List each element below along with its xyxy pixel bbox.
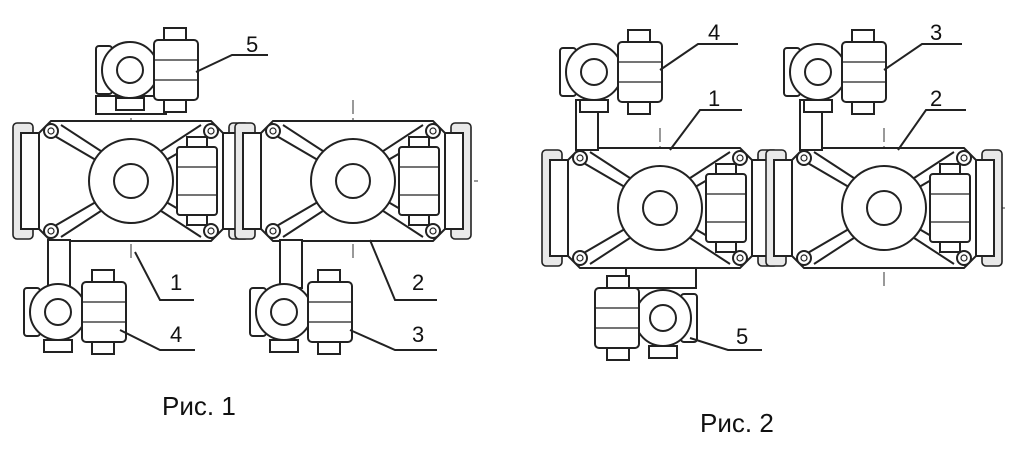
figure-2: 4 3 1 2 5 Рис. 2 [541,20,1005,438]
figure-1: 5 1 2 4 3 Рис. 1 [12,27,478,421]
pump-2 [234,120,472,242]
callout-3: 3 [930,20,942,45]
callout-2: 2 [930,86,942,111]
callout-1: 1 [708,86,720,111]
callout-5: 5 [246,32,258,57]
callout-5: 5 [736,324,748,349]
caption-figure-2: Рис. 2 [700,408,774,438]
callout-4: 4 [708,20,720,45]
callout-2: 2 [412,270,424,295]
callout-4: 4 [170,322,182,347]
caption-figure-1: Рис. 1 [162,391,236,421]
pump-2 [765,147,1003,269]
callout-3: 3 [412,322,424,347]
pump-1 [12,120,250,242]
valve-4 [23,269,127,355]
pump-1 [541,147,779,269]
callout-1: 1 [170,270,182,295]
